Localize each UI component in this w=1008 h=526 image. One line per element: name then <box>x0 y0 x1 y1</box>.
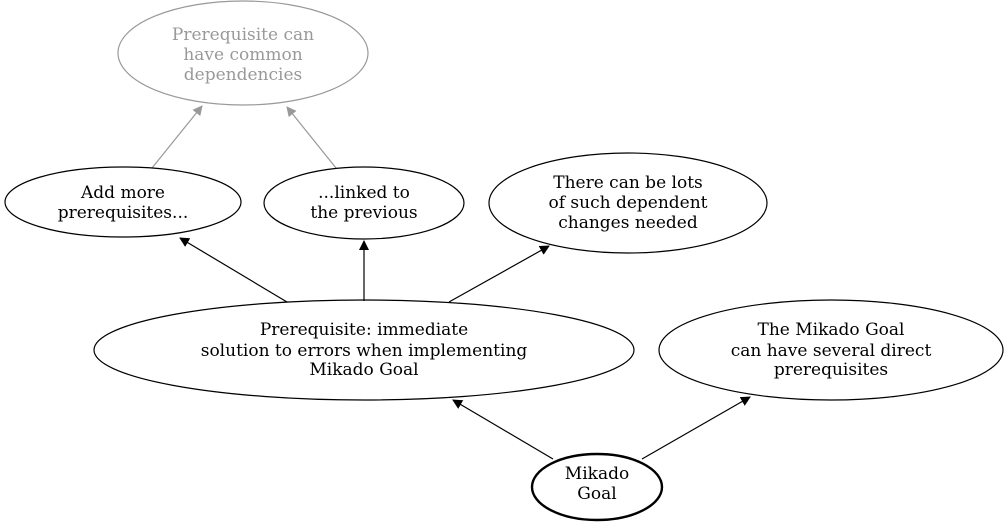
node-common-dependencies-line-2: have common <box>183 45 302 65</box>
edges <box>151 105 751 460</box>
node-common-dependencies-line-3: dependencies <box>184 65 302 85</box>
node-lots-of-changes: There can be lots of such dependent chan… <box>488 152 768 254</box>
node-mikado-goal: Mikado Goal <box>530 452 664 522</box>
edge-goal-to-several <box>641 396 751 460</box>
node-linked-previous-shape <box>263 166 465 240</box>
node-lots-of-changes-line-2: of such dependent <box>548 193 707 213</box>
node-lots-of-changes-line-3: changes needed <box>558 213 698 233</box>
node-several-prerequisites-line-3: prerequisites <box>774 360 888 380</box>
node-lots-of-changes-line-1: There can be lots <box>553 173 703 193</box>
edge-prereq-to-add-more <box>179 237 288 303</box>
node-several-prerequisites-line-1: The Mikado Goal <box>758 320 905 340</box>
node-prerequisite-line-1: Prerequisite: immediate <box>260 320 468 340</box>
node-lots-of-changes-shape <box>488 152 768 254</box>
edge-prereq-to-lots <box>448 245 550 303</box>
node-linked-previous-line-1: ...linked to <box>318 183 410 203</box>
node-mikado-goal-line-1: Mikado <box>565 464 629 484</box>
node-several-prerequisites-shape <box>658 299 1004 401</box>
node-several-prerequisites-line-2: can have several direct <box>731 341 932 361</box>
node-add-more-line-1: Add more <box>80 183 165 203</box>
node-mikado-goal-line-2: Goal <box>577 484 616 504</box>
node-several-prerequisites: The Mikado Goal can have several direct … <box>658 299 1004 401</box>
node-prerequisite-line-2: solution to errors when implementing <box>201 341 528 361</box>
edge-add-more-to-common-deps <box>151 105 203 169</box>
node-linked-previous-line-2: the previous <box>310 203 417 223</box>
node-add-more: Add more prerequisites... <box>4 166 242 238</box>
node-add-more-shape <box>4 166 242 238</box>
node-common-dependencies-line-1: Prerequisite can <box>172 25 314 45</box>
node-mikado-goal-shape <box>530 452 664 522</box>
node-prerequisite-shape <box>93 299 635 401</box>
node-prerequisite: Prerequisite: immediate solution to erro… <box>93 299 635 401</box>
node-prerequisite-line-3: Mikado Goal <box>309 360 418 380</box>
edge-linked-to-common-deps <box>286 106 337 169</box>
node-add-more-line-2: prerequisites... <box>58 203 189 223</box>
node-linked-previous: ...linked to the previous <box>263 166 465 240</box>
node-common-dependencies: Prerequisite can have common dependencie… <box>117 0 369 106</box>
node-common-dependencies-shape <box>117 0 369 106</box>
edge-goal-to-prereq <box>452 399 554 460</box>
